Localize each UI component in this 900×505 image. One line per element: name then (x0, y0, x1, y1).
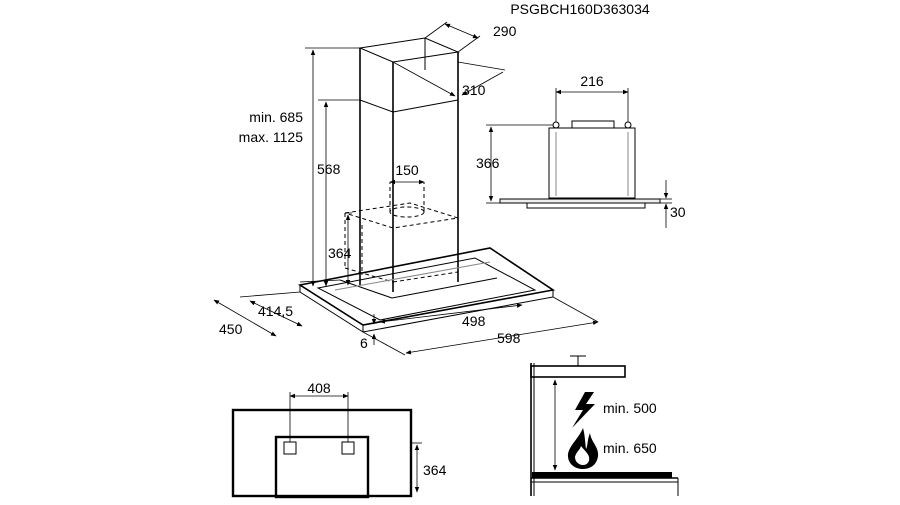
dim-408: 408 (307, 380, 331, 396)
dim-568: 568 (317, 161, 341, 177)
dim-150: 150 (395, 162, 419, 178)
clearance-view: min. 500 min. 650 (530, 355, 679, 496)
hood-side-view: 216 366 30 (476, 73, 686, 228)
model-code: PSGBCH160D363034 (510, 1, 650, 17)
dim-height-min: min. 685 (249, 109, 303, 125)
lightning-icon (572, 392, 595, 428)
dim-364: 364 (328, 245, 352, 261)
dim-30: 30 (670, 204, 686, 220)
dim-366: 366 (476, 155, 500, 171)
dim-310: 310 (462, 82, 486, 98)
dim-450: 450 (219, 321, 243, 337)
dim-6: 6 (360, 335, 368, 351)
flame-icon (567, 428, 599, 469)
clearance-gas: min. 650 (603, 440, 657, 456)
dim-216: 216 (580, 73, 604, 89)
dim-height-max: max. 1125 (239, 129, 304, 145)
hood-isometric-view: 290 310 min. 685 max. 1125 568 150 364 4… (213, 21, 599, 356)
ceiling-mount-view: 408 364 (231, 380, 447, 499)
dim-598: 598 (497, 330, 521, 346)
clearance-electric: min. 500 (603, 400, 657, 416)
dim-414-5: 414,5 (258, 303, 293, 319)
dim-290: 290 (493, 23, 517, 39)
dim-498: 498 (462, 313, 486, 329)
dim-364-ceiling: 364 (423, 462, 447, 478)
